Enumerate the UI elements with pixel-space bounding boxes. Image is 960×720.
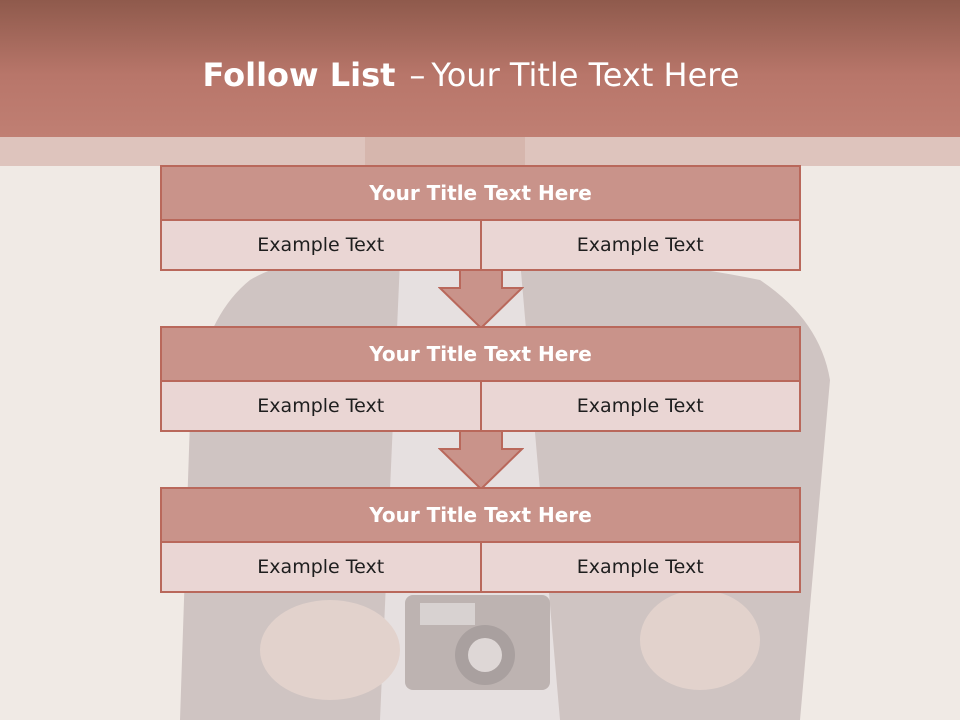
slide-title: Follow List–Your Title Text Here <box>0 56 942 94</box>
group-cell-right: Example Text <box>479 221 801 271</box>
group-row: Example Text Example Text <box>160 382 801 432</box>
group-cell-right: Example Text <box>479 543 801 593</box>
group-title: Your Title Text Here <box>160 487 801 543</box>
list-group-2: Your Title Text Here Example Text Exampl… <box>160 326 801 432</box>
group-cell-right: Example Text <box>479 382 801 432</box>
title-rest: Your Title Text Here <box>431 56 740 94</box>
group-cell-left: Example Text <box>160 382 482 432</box>
group-cell-left: Example Text <box>160 221 482 271</box>
down-arrow-icon <box>438 431 524 491</box>
header-band <box>0 137 960 166</box>
list-group-1: Your Title Text Here Example Text Exampl… <box>160 165 801 271</box>
header-bar <box>0 0 960 137</box>
title-separator: – <box>409 56 426 94</box>
group-title: Your Title Text Here <box>160 326 801 382</box>
group-row: Example Text Example Text <box>160 543 801 593</box>
group-cell-left: Example Text <box>160 543 482 593</box>
group-title: Your Title Text Here <box>160 165 801 221</box>
title-bold: Follow List <box>202 56 396 94</box>
down-arrow-icon <box>438 270 524 330</box>
group-row: Example Text Example Text <box>160 221 801 271</box>
list-group-3: Your Title Text Here Example Text Exampl… <box>160 487 801 593</box>
